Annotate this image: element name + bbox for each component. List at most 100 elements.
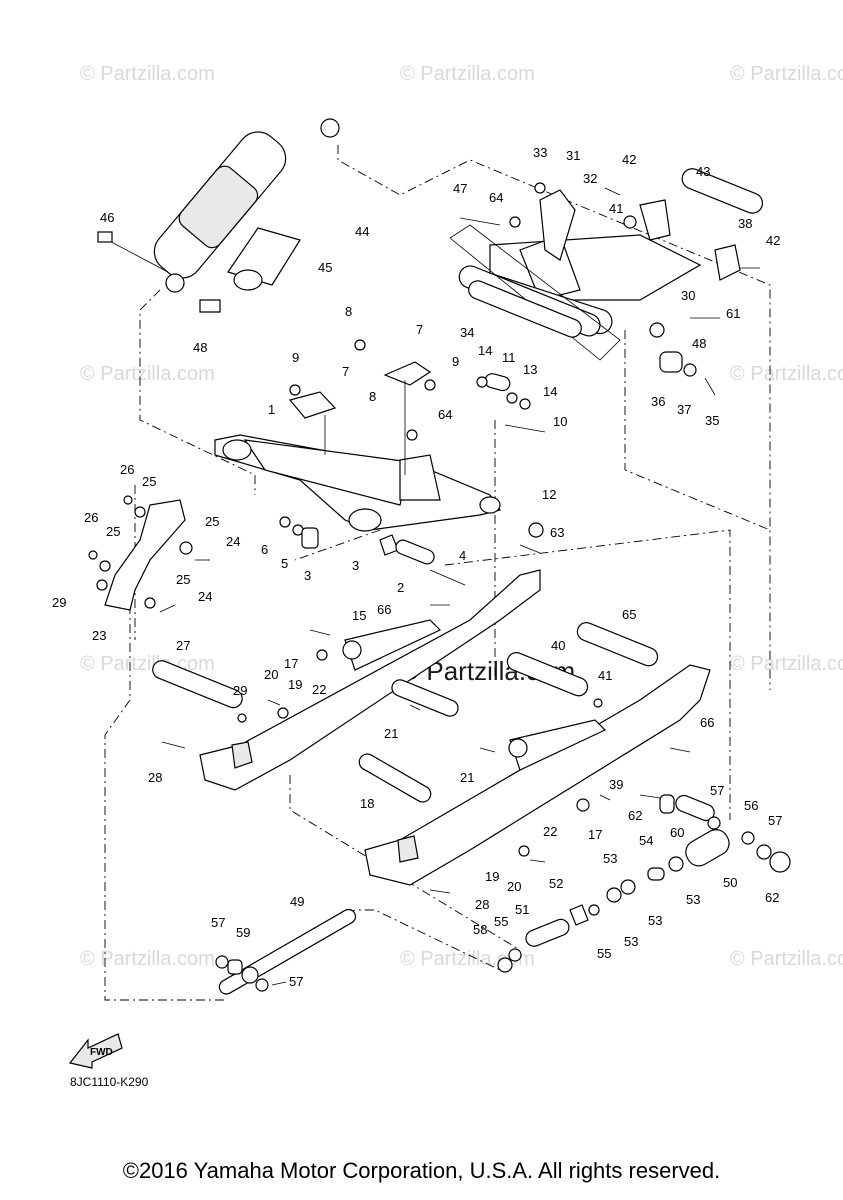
callout-53: 53 — [648, 913, 662, 928]
callout-63: 63 — [550, 525, 564, 540]
callout-48: 48 — [692, 336, 706, 351]
callout-45: 45 — [318, 260, 332, 275]
callout-52: 52 — [549, 876, 563, 891]
callout-26: 26 — [120, 462, 134, 477]
callout-8: 8 — [345, 304, 352, 319]
callout-2: 2 — [397, 580, 404, 595]
callout-66: 66 — [700, 715, 714, 730]
rear-axle-hardware — [215, 794, 791, 995]
callout-3: 3 — [304, 568, 311, 583]
diagram-code: 8JC1110-K290 — [70, 1075, 149, 1089]
fwd-label: FWD — [90, 1047, 113, 1058]
callout-30: 30 — [681, 288, 695, 303]
callout-58: 58 — [473, 922, 487, 937]
callout-47: 47 — [453, 181, 467, 196]
callout-17: 17 — [588, 827, 602, 842]
callout-20: 20 — [507, 879, 521, 894]
callout-12: 12 — [542, 487, 556, 502]
callout-50: 50 — [723, 875, 737, 890]
callout-28: 28 — [475, 897, 489, 912]
callout-21: 21 — [460, 770, 474, 785]
callout-57: 57 — [289, 974, 303, 989]
callout-34: 34 — [460, 325, 474, 340]
callout-22: 22 — [312, 682, 326, 697]
callout-15: 15 — [352, 608, 366, 623]
watermark: © Partzilla.com — [730, 363, 843, 385]
watermark: © Partzilla.com — [730, 653, 843, 675]
callout-25: 25 — [205, 514, 219, 529]
copyright-notice: ©2016 Yamaha Motor Corporation, U.S.A. A… — [122, 1158, 721, 1183]
callout-4: 4 — [459, 548, 466, 563]
callout-3: 3 — [352, 558, 359, 573]
callout-19: 19 — [485, 869, 499, 884]
callout-55: 55 — [597, 946, 611, 961]
watermark: © Partzilla.com — [730, 948, 843, 970]
watermark: © Partzilla.com — [80, 63, 215, 85]
callout-14: 14 — [478, 343, 492, 358]
callout-26: 26 — [84, 510, 98, 525]
callout-44: 44 — [355, 224, 369, 239]
callout-25: 25 — [106, 524, 120, 539]
callout-24: 24 — [198, 589, 212, 604]
callout-61: 61 — [726, 306, 740, 321]
callout-39: 39 — [609, 777, 623, 792]
callout-35: 35 — [705, 413, 719, 428]
callout-19: 19 — [288, 677, 302, 692]
callout-41: 41 — [609, 201, 623, 216]
callout-64: 64 — [489, 190, 503, 205]
callout-22: 22 — [543, 824, 557, 839]
callout-38: 38 — [738, 216, 752, 231]
callout-13: 13 — [523, 362, 537, 377]
callout-23: 23 — [92, 628, 106, 643]
callout-25: 25 — [176, 572, 190, 587]
callout-48: 48 — [193, 340, 207, 355]
callout-28: 28 — [148, 770, 162, 785]
callout-53: 53 — [624, 934, 638, 949]
callout-56: 56 — [744, 798, 758, 813]
callout-53: 53 — [686, 892, 700, 907]
watermarks: © Partzilla.com © Partzilla.com © Partzi… — [80, 63, 843, 970]
callout-42: 42 — [766, 233, 780, 248]
callout-37: 37 — [677, 402, 691, 417]
callout-24: 24 — [226, 534, 240, 549]
slide-rails — [152, 280, 711, 894]
callout-31: 31 — [566, 148, 580, 163]
callout-5: 5 — [281, 556, 288, 571]
watermark: © Partzilla.com — [730, 63, 843, 85]
callout-57: 57 — [768, 813, 782, 828]
callout-27: 27 — [176, 638, 190, 653]
callout-65: 65 — [622, 607, 636, 622]
shock-absorber — [97, 118, 340, 313]
callout-29: 29 — [233, 683, 247, 698]
callout-33: 33 — [533, 145, 547, 160]
callout-11: 11 — [502, 350, 516, 365]
callout-29: 29 — [52, 595, 66, 610]
callout-40: 40 — [551, 638, 565, 653]
callout-54: 54 — [639, 833, 653, 848]
callout-7: 7 — [342, 364, 349, 379]
callout-60: 60 — [670, 825, 684, 840]
callout-20: 20 — [264, 667, 278, 682]
callout-51: 51 — [515, 902, 529, 917]
callout-64: 64 — [438, 407, 452, 422]
callout-41: 41 — [598, 668, 612, 683]
front-arm-assembly — [214, 339, 546, 586]
callout-6: 6 — [261, 542, 268, 557]
callout-42: 42 — [622, 152, 636, 167]
callout-1: 1 — [268, 402, 275, 417]
callout-66: 66 — [377, 602, 391, 617]
callout-62: 62 — [765, 890, 779, 905]
link-plate — [88, 495, 210, 613]
callout-18: 18 — [360, 796, 374, 811]
callouts: 1 2 3 3 4 5 6 7 7 8 8 9 9 10 11 12 13 14… — [52, 145, 782, 989]
callout-9: 9 — [452, 354, 459, 369]
callout-17: 17 — [284, 656, 298, 671]
callout-57: 57 — [211, 915, 225, 930]
callout-32: 32 — [583, 171, 597, 186]
watermark: © Partzilla.com — [80, 363, 215, 385]
callout-7: 7 — [416, 322, 423, 337]
callout-21: 21 — [384, 726, 398, 741]
callout-10: 10 — [553, 414, 567, 429]
callout-55: 55 — [494, 914, 508, 929]
